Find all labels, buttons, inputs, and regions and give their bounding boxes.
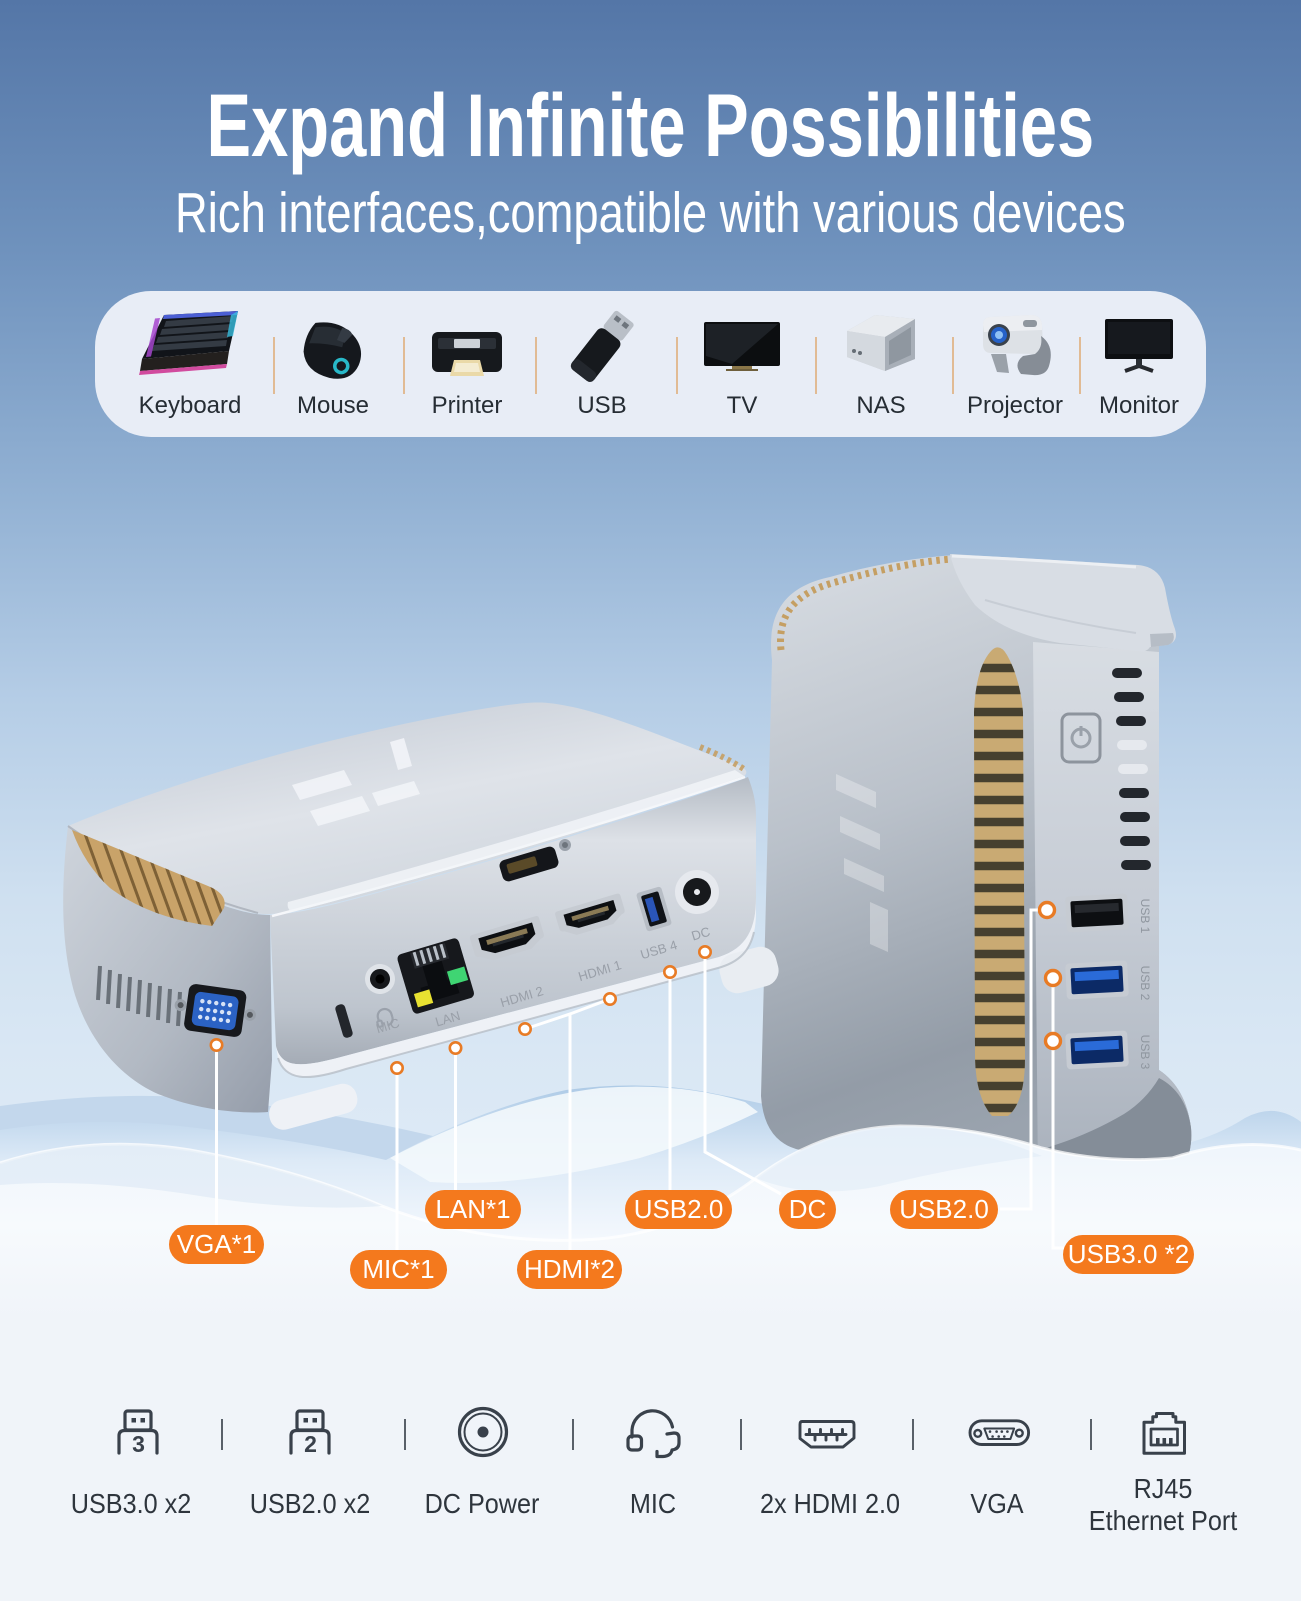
svg-text:USB 3: USB 3	[1138, 1035, 1152, 1070]
svg-text:DC: DC	[690, 924, 712, 944]
svg-text:LAN: LAN	[433, 1008, 462, 1030]
svg-text:USB 1: USB 1	[1138, 899, 1152, 934]
svg-text:3: 3	[132, 1431, 145, 1457]
svg-text:USB 2: USB 2	[1138, 966, 1152, 1001]
svg-text:2: 2	[304, 1431, 317, 1457]
svg-text:MIC: MIC	[374, 1015, 401, 1036]
